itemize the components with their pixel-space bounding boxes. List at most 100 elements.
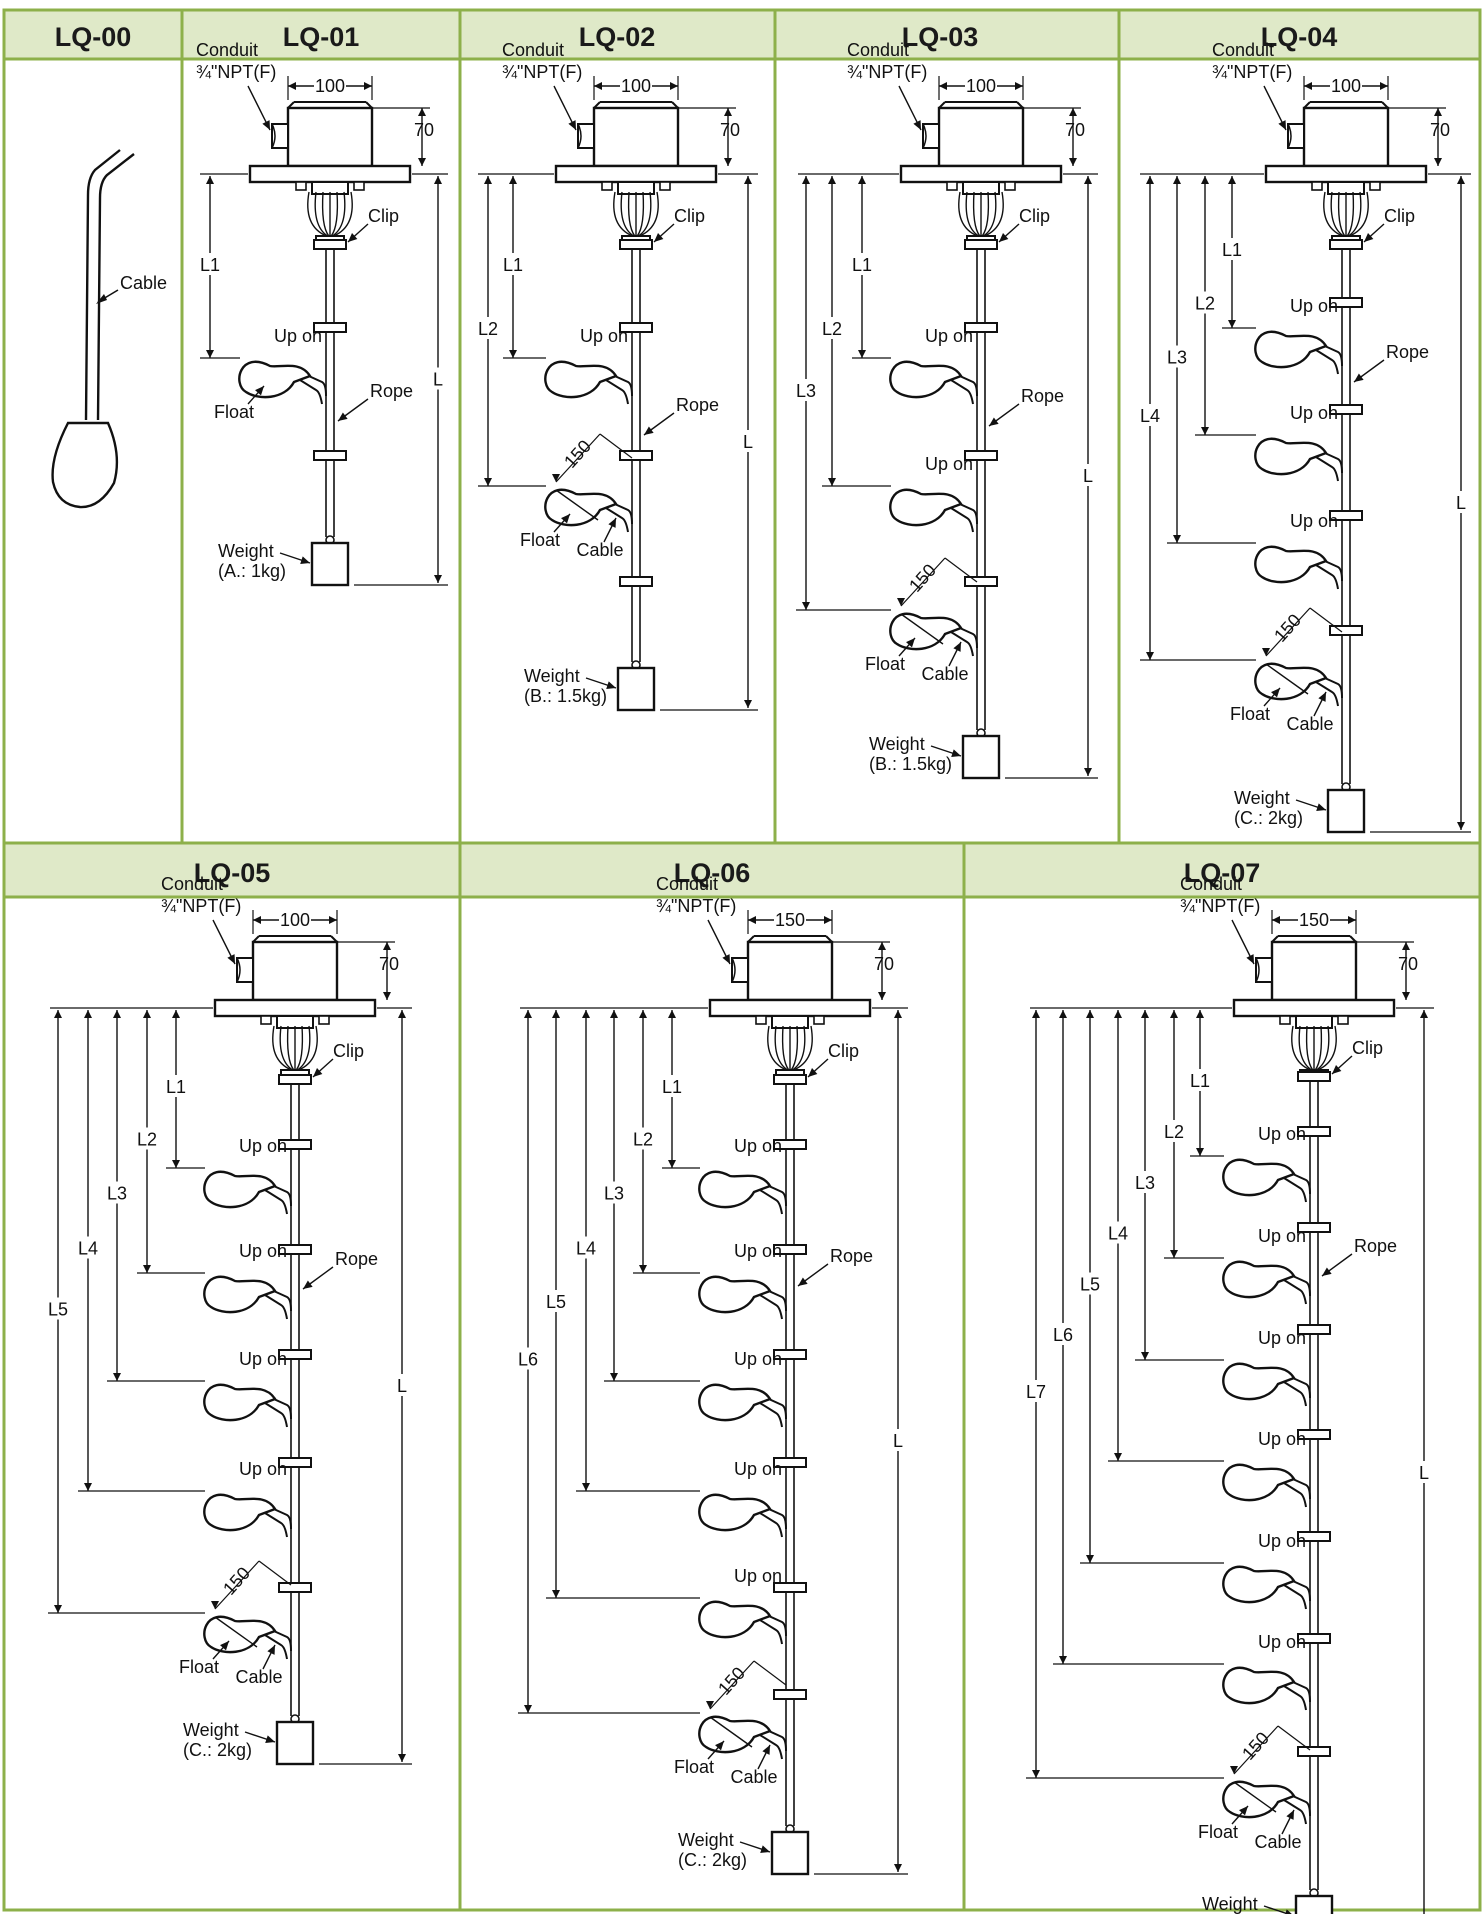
LQ-02-float-1: [544, 360, 618, 399]
LQ-05-float-3: [203, 1383, 277, 1422]
LQ-05-upon-label-2: Up on: [239, 1241, 287, 1261]
LQ-03-float-2: [889, 488, 963, 527]
LQ-01-clip-label: Clip: [368, 206, 399, 226]
header-lq02: LQ-02: [579, 22, 656, 52]
LQ-07-weight-label: Weight: [1202, 1894, 1258, 1914]
LQ-02-width-label: 100: [621, 76, 651, 96]
LQ-05-length-label: L: [397, 1376, 407, 1396]
LQ-04-height-label: 70: [1430, 120, 1450, 140]
LQ-04-level-label-2: L2: [1195, 294, 1215, 314]
LQ-07-float-3: [1222, 1362, 1296, 1401]
LQ-07-width-label: 150: [1299, 910, 1329, 930]
LQ-05-weight-label: Weight: [183, 1720, 239, 1740]
LQ-07-conduit-label: Conduit: [1180, 874, 1242, 894]
LQ-05-level-label-1: L1: [166, 1077, 186, 1097]
LQ-03-conduit-label: Conduit: [847, 40, 909, 60]
LQ-06-level-label-1: L1: [662, 1077, 682, 1097]
LQ-07-upon-label-3: Up on: [1258, 1328, 1306, 1348]
LQ-03-weight-spec: (B.: 1.5kg): [869, 754, 952, 774]
header-lq03: LQ-03: [902, 22, 979, 52]
LQ-05-float-2: [203, 1275, 277, 1314]
LQ-04-weight-label: Weight: [1234, 788, 1290, 808]
LQ-06-width-label: 150: [775, 910, 805, 930]
LQ-06-rope-label: Rope: [830, 1246, 873, 1266]
LQ-06-npt-label: ¾"NPT(F): [656, 896, 736, 916]
grid: [2, 8, 1482, 1912]
LQ-03-npt-label: ¾"NPT(F): [847, 62, 927, 82]
LQ-05-width-label: 100: [280, 910, 310, 930]
LQ-07-rope-label: Rope: [1354, 1236, 1397, 1256]
LQ-07-upon-label-4: Up on: [1258, 1429, 1306, 1449]
LQ-04-level-label-4: L4: [1140, 406, 1160, 426]
LQ-04-npt-label: ¾"NPT(F): [1212, 62, 1292, 82]
LQ-07-height-label: 70: [1398, 954, 1418, 974]
LQ-05-height-label: 70: [379, 954, 399, 974]
LQ-03-angle-label: 150: [905, 560, 940, 596]
LQ-04-weight-spec: (C.: 2kg): [1234, 808, 1303, 828]
LQ-05-float-5: [203, 1615, 277, 1654]
LQ-04-width-label: 100: [1331, 76, 1361, 96]
LQ-03-upon-label-1: Up on: [925, 326, 973, 346]
LQ-07-upon-label-6: Up on: [1258, 1632, 1306, 1652]
LQ-02-level-label-2: L2: [478, 319, 498, 339]
LQ-06-level-label-6: L6: [518, 1350, 538, 1370]
LQ-06-float-4: [698, 1493, 772, 1532]
LQ-04-conduit-label: Conduit: [1212, 40, 1274, 60]
LQ-06-level-label-4: L4: [576, 1239, 596, 1259]
LQ-01-weight-label: Weight: [218, 541, 274, 561]
LQ-01-height-label: 70: [414, 120, 434, 140]
LQ-06-upon-label-1: Up on: [734, 1136, 782, 1156]
LQ-04-angle-label: 150: [1270, 610, 1305, 646]
LQ-07-upon-label-2: Up on: [1258, 1226, 1306, 1246]
LQ-02-clip-label: Clip: [674, 206, 705, 226]
LQ-01-float-1: [238, 360, 312, 399]
LQ-03-cable-label: Cable: [921, 664, 968, 684]
LQ-05-level-label-3: L3: [107, 1184, 127, 1204]
LQ-04-upon-label-3: Up on: [1290, 511, 1338, 531]
LQ-07-level-label-7: L7: [1026, 1382, 1046, 1402]
LQ-01-conduit-label: Conduit: [196, 40, 258, 60]
LQ-06-level-label-3: L3: [604, 1184, 624, 1204]
LQ-04-clip-label: Clip: [1384, 206, 1415, 226]
LQ-07-angle-label: 150: [1238, 1728, 1273, 1764]
LQ-06-upon-label-4: Up on: [734, 1459, 782, 1479]
LQ-03-height-label: 70: [1065, 120, 1085, 140]
LQ-06-conduit-label: Conduit: [656, 874, 718, 894]
header-lq04: LQ-04: [1261, 22, 1338, 52]
LQ-07-level-label-2: L2: [1164, 1122, 1184, 1142]
LQ-02-height-label: 70: [720, 120, 740, 140]
LQ-05-upon-label-3: Up on: [239, 1349, 287, 1369]
LQ-01-weight-spec: (A.: 1kg): [218, 561, 286, 581]
header-lq06: LQ-06: [674, 858, 751, 888]
LQ-03-length-label: L: [1083, 466, 1093, 486]
LQ-06-upon-label-5: Up on: [734, 1566, 782, 1586]
LQ-04-cable-label: Cable: [1286, 714, 1333, 734]
LQ-06-float-label: Float: [674, 1757, 714, 1777]
LQ-07-float-4: [1222, 1463, 1296, 1502]
LQ-04-upon-label-1: Up on: [1290, 296, 1338, 316]
LQ-05-upon-label-1: Up on: [239, 1136, 287, 1156]
LQ-03-float-3: [889, 612, 963, 651]
LQ-02-length-label: L: [743, 432, 753, 452]
LQ-03-level-label-2: L2: [822, 319, 842, 339]
LQ-02-rope-label: Rope: [676, 395, 719, 415]
LQ-07-length-label: L: [1419, 1463, 1429, 1483]
LQ-05-conduit-label: Conduit: [161, 874, 223, 894]
LQ-05-float-label: Float: [179, 1657, 219, 1677]
LQ-04-rope-label: Rope: [1386, 342, 1429, 362]
LQ-01-rope-label: Rope: [370, 381, 413, 401]
LQ-04-upon-label-2: Up on: [1290, 403, 1338, 423]
LQ-06-level-label-2: L2: [633, 1130, 653, 1150]
LQ-07-float-7: [1222, 1780, 1296, 1819]
LQ-06-level-label-5: L5: [546, 1292, 566, 1312]
LQ-06-weight-label: Weight: [678, 1830, 734, 1850]
LQ-03-level-label-1: L1: [852, 255, 872, 275]
LQ-07-level-label-1: L1: [1190, 1071, 1210, 1091]
LQ-04-level-label-1: L1: [1222, 240, 1242, 260]
